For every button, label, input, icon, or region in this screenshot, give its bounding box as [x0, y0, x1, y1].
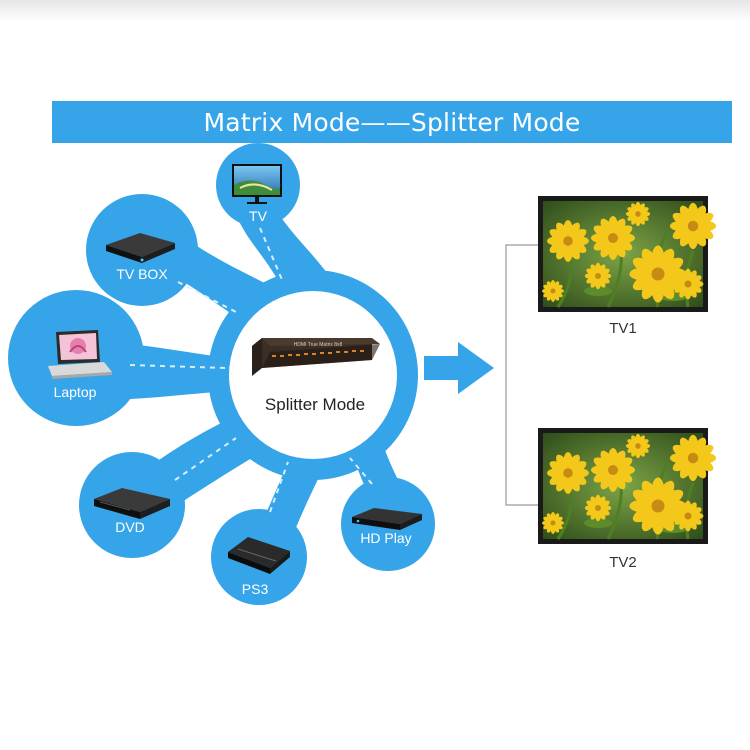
laptop-source-label: Laptop	[53, 384, 97, 400]
tv1-label: TV1	[609, 320, 637, 337]
dvd-player-icon	[94, 488, 170, 519]
ps3-source-label: PS3	[241, 581, 269, 597]
hub-circle	[229, 291, 397, 459]
title-banner: Matrix Mode——Splitter Mode	[52, 101, 732, 143]
tv-source-label: TV	[249, 208, 267, 224]
tv-box-icon	[106, 233, 175, 263]
tv2-label: TV2	[609, 554, 637, 571]
game-console-icon	[228, 537, 290, 574]
arrow-right-icon	[424, 342, 494, 394]
hub-label: Splitter Mode	[264, 395, 366, 414]
hd-play-source-label: HD Play	[360, 530, 412, 546]
dashed-links	[129, 227, 373, 513]
device-label: HDMI True Matrix 8x8	[294, 342, 343, 348]
monitor-icon	[232, 164, 282, 204]
page-title: Matrix Mode——Splitter Mode	[203, 107, 581, 137]
tv1-screen	[538, 196, 716, 312]
top-shadow	[0, 0, 750, 22]
tv-box-source-label: TV BOX	[116, 266, 168, 282]
tv2-screen	[538, 428, 716, 544]
hdmi-matrix-device: HDMI True Matrix 8x8	[252, 338, 380, 376]
output-bracket	[505, 244, 538, 506]
laptop-icon	[48, 330, 112, 379]
media-player-icon	[352, 508, 422, 530]
dvd-source-label: DVD	[115, 519, 145, 535]
